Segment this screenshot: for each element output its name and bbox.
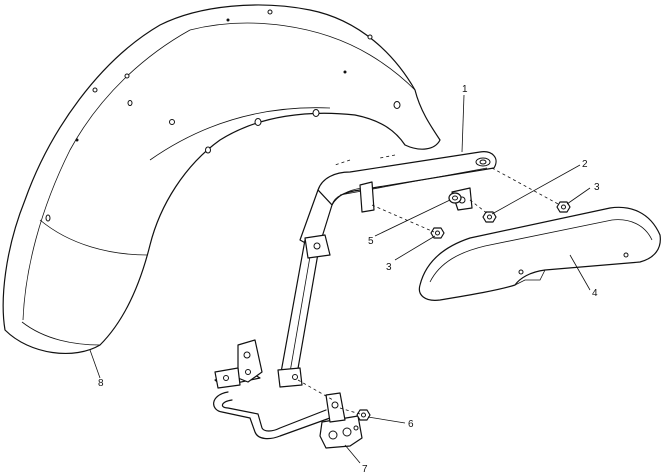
strut-edge [288, 244, 313, 379]
callout-5: 5 [368, 236, 374, 247]
lower-frame-loop-inner [221, 399, 327, 432]
callout-8: 8 [98, 378, 104, 389]
nut-3-right-hole [561, 204, 566, 210]
strut-bottom-clip [277, 367, 303, 388]
washer-5-hole [452, 195, 458, 201]
fender-upper-seam [189, 22, 416, 91]
align-line [379, 154, 396, 159]
callout-1: 1 [462, 84, 468, 95]
fender-inner-edge [22, 29, 191, 321]
fender-outline [2, 4, 441, 355]
fender-lower-band [39, 219, 149, 256]
align-line [297, 379, 334, 401]
leader-6 [367, 416, 406, 424]
rail-mid-bracket [359, 181, 375, 213]
leader-8 [89, 349, 101, 379]
rail-end-eye-inner [479, 159, 487, 165]
nut-2-hole [487, 214, 492, 220]
support-rail [277, 151, 497, 388]
align-line [491, 167, 561, 206]
side-cover-outline [418, 206, 661, 301]
side-cover-inner-edge [429, 219, 653, 283]
right-bracket-stem-hole [331, 401, 339, 409]
leader-7 [344, 444, 361, 464]
callout-3-center: 3 [386, 262, 392, 273]
nut-6-hole [361, 412, 366, 418]
right-bracket-hole [342, 427, 352, 437]
fender-hole [393, 101, 401, 109]
fender-hole [254, 118, 262, 126]
fender-rim-line [149, 107, 331, 161]
right-bracket-hole [353, 425, 359, 431]
callout-6: 6 [408, 419, 414, 430]
fender-hole [45, 214, 51, 222]
right-bracket-hole [328, 430, 338, 440]
fender-hole [267, 9, 273, 15]
leader-lines [89, 94, 591, 464]
leader-3a [566, 187, 591, 205]
fender-rivet [226, 18, 230, 22]
fender-hole [127, 100, 133, 106]
fender-skirt-line [21, 321, 101, 346]
leader-4 [569, 254, 591, 291]
left-bracket-foot-hole [223, 375, 229, 381]
callout-4: 4 [592, 288, 598, 299]
fender-hole [92, 87, 98, 93]
strut-clip-hole [292, 374, 298, 380]
side-cover-lip [514, 269, 546, 286]
side-cover-hole [518, 269, 524, 275]
fender-hole [124, 73, 130, 79]
left-bracket-hole [245, 369, 251, 375]
align-line [334, 159, 351, 166]
side-cover [418, 206, 661, 301]
callout-3-right: 3 [594, 182, 600, 193]
lower-frame-loop [213, 391, 331, 440]
fender-hole [367, 34, 373, 40]
fender-rivet [75, 138, 79, 142]
leader-5 [374, 199, 451, 237]
callout-7: 7 [362, 464, 368, 473]
align-line [371, 204, 435, 233]
leader-3b [394, 235, 436, 261]
fender-hole [205, 146, 211, 154]
left-bracket-hole [243, 351, 251, 359]
fasteners [356, 192, 571, 421]
rail-inner-line-2 [331, 187, 363, 206]
nut-3-center-hole [435, 230, 440, 236]
callouts: 1 2 3 3 4 5 6 7 8 [98, 84, 600, 473]
leader-2 [491, 164, 581, 215]
vertical-strut [279, 239, 321, 381]
align-line [469, 199, 489, 215]
left-bracket-plate [237, 339, 263, 383]
side-cover-hole [623, 252, 629, 258]
leader-1 [461, 94, 465, 153]
fender-hole [312, 109, 320, 117]
callout-2: 2 [582, 159, 588, 170]
fender-hole [169, 119, 175, 125]
rear-fender [2, 4, 441, 355]
strut-bracket-hole [313, 242, 321, 250]
fender-rivet [343, 70, 347, 74]
lower-bracket-frame [213, 339, 363, 449]
